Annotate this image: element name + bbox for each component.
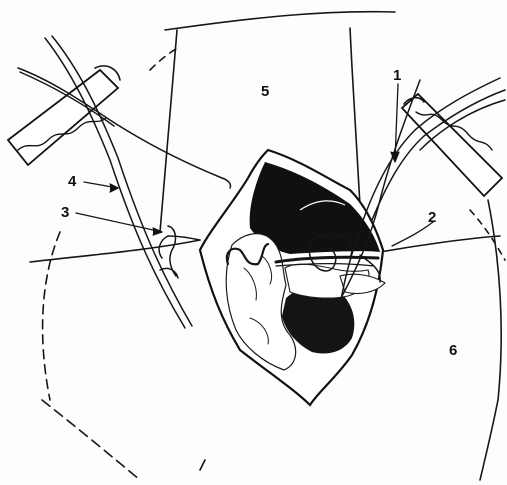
label-3: 3 bbox=[61, 204, 69, 221]
label-1: 1 bbox=[393, 67, 401, 84]
label-4: 4 bbox=[68, 173, 77, 190]
label-6: 6 bbox=[449, 342, 457, 359]
retractor-clamp-right bbox=[402, 94, 502, 196]
incision-wound bbox=[200, 150, 385, 405]
label-5: 5 bbox=[261, 83, 269, 100]
label-2: 2 bbox=[428, 209, 436, 226]
